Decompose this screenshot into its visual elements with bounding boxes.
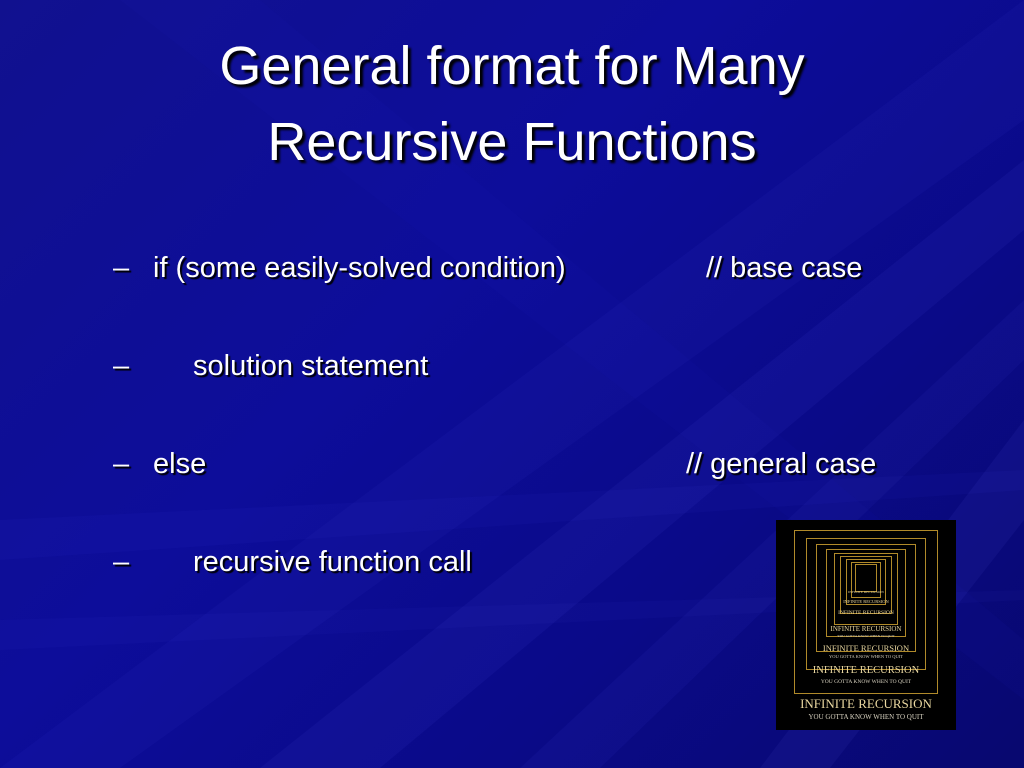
- poster-subtitle: YOU GOTTA KNOW WHEN TO QUIT: [829, 654, 903, 659]
- poster-frame: [806, 538, 926, 670]
- poster-frame: [834, 553, 898, 625]
- poster-title: INFINITE RECURSION: [830, 625, 902, 633]
- poster-subtitle: YOU GOTTA KNOW WHEN TO QUIT: [820, 679, 912, 685]
- line-comment: // base case: [706, 252, 863, 284]
- title-line-1: General format for Many: [219, 36, 805, 96]
- poster-frame: [846, 559, 886, 605]
- line-comment: // general case: [686, 448, 877, 480]
- poster-title: INFINITE RECURSION: [800, 696, 932, 711]
- poster-frame: [840, 556, 892, 614]
- line-text: if (some easily-solved condition): [153, 252, 566, 284]
- poster-frame: [816, 544, 916, 652]
- poster-frame: [826, 549, 906, 637]
- poster-subtitle: YOU GOTTA KNOW WHEN TO QUIT: [837, 634, 895, 638]
- line-text: recursive function call: [193, 546, 472, 578]
- dash-bullet: –: [113, 546, 130, 578]
- poster-frame: [855, 564, 877, 592]
- title-line-2: Recursive Functions: [267, 112, 757, 172]
- poster-title: INFINITE RECURSION: [822, 643, 910, 653]
- dash-bullet: –: [113, 350, 130, 382]
- poster-title: INFINITE RECURSION: [843, 599, 889, 604]
- poster-frame: [794, 530, 938, 694]
- poster-subtitle: YOU GOTTA KNOW WHEN TO QUIT: [808, 713, 924, 721]
- slide-title: General format for Many Recursive Functi…: [0, 28, 1024, 180]
- dash-bullet: –: [113, 252, 130, 284]
- dash-bullet: –: [113, 448, 130, 480]
- infinite-recursion-poster: INFINITE RECURSION YOU GOTTA KNOW WHEN T…: [776, 520, 956, 730]
- line-text: solution statement: [193, 350, 429, 382]
- poster-title: INFINITE RECURSION: [838, 610, 894, 616]
- poster-frame: [851, 562, 881, 598]
- line-text: else: [153, 448, 207, 480]
- poster-title: INFINITE RECURSION: [848, 590, 884, 594]
- poster-title: INFINITE RECURSION: [812, 665, 920, 676]
